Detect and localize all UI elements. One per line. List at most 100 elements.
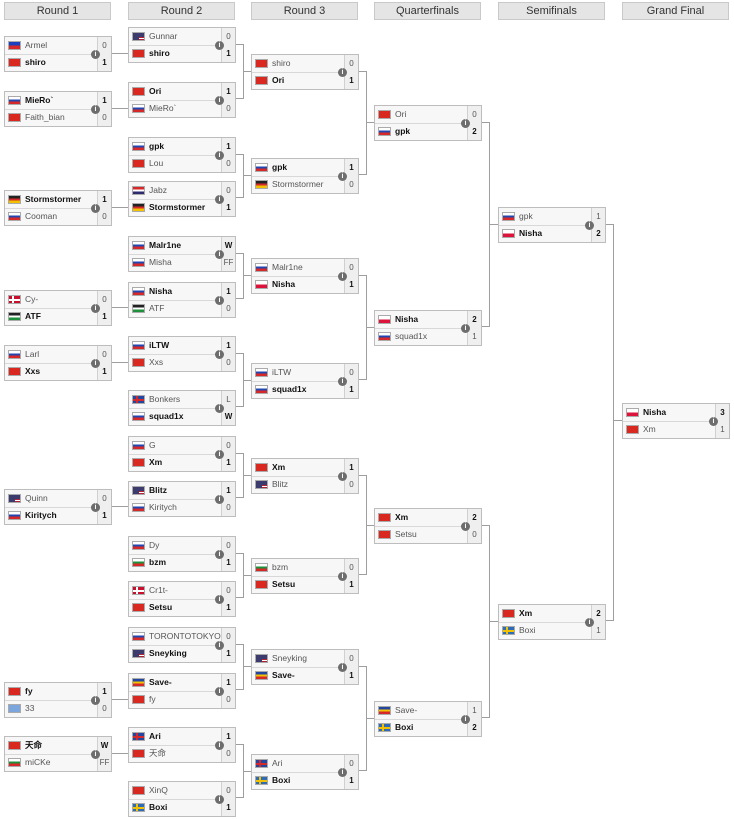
info-icon[interactable]: i	[215, 96, 224, 105]
player-slot[interactable]: Cr1t-0	[129, 582, 235, 600]
info-icon[interactable]: i	[338, 472, 347, 481]
player-slot[interactable]: Save-1	[375, 702, 481, 720]
info-icon[interactable]: i	[91, 750, 100, 759]
player-slot[interactable]: MieRo`1	[5, 92, 111, 110]
info-icon[interactable]: i	[461, 715, 470, 724]
info-icon[interactable]: i	[91, 204, 100, 213]
info-icon[interactable]: i	[461, 324, 470, 333]
info-icon[interactable]: i	[215, 550, 224, 559]
info-icon[interactable]: i	[338, 68, 347, 77]
info-icon[interactable]: i	[91, 503, 100, 512]
info-icon[interactable]: i	[215, 641, 224, 650]
info-icon[interactable]: i	[215, 795, 224, 804]
info-icon[interactable]: i	[91, 50, 100, 59]
player-slot[interactable]: Save-1	[129, 674, 235, 692]
player-slot[interactable]: MieRo`0	[129, 100, 235, 117]
info-icon[interactable]: i	[215, 151, 224, 160]
info-icon[interactable]: i	[91, 359, 100, 368]
info-icon[interactable]: i	[585, 221, 594, 230]
info-icon[interactable]: i	[338, 272, 347, 281]
player-slot[interactable]: Cy-0	[5, 291, 111, 309]
player-slot[interactable]: Save-1	[252, 667, 358, 684]
info-icon[interactable]: i	[215, 195, 224, 204]
info-icon[interactable]: i	[215, 41, 224, 50]
info-icon[interactable]: i	[215, 350, 224, 359]
info-icon[interactable]: i	[91, 696, 100, 705]
info-icon[interactable]: i	[338, 377, 347, 386]
info-icon[interactable]: i	[338, 768, 347, 777]
info-icon[interactable]: i	[709, 417, 718, 426]
